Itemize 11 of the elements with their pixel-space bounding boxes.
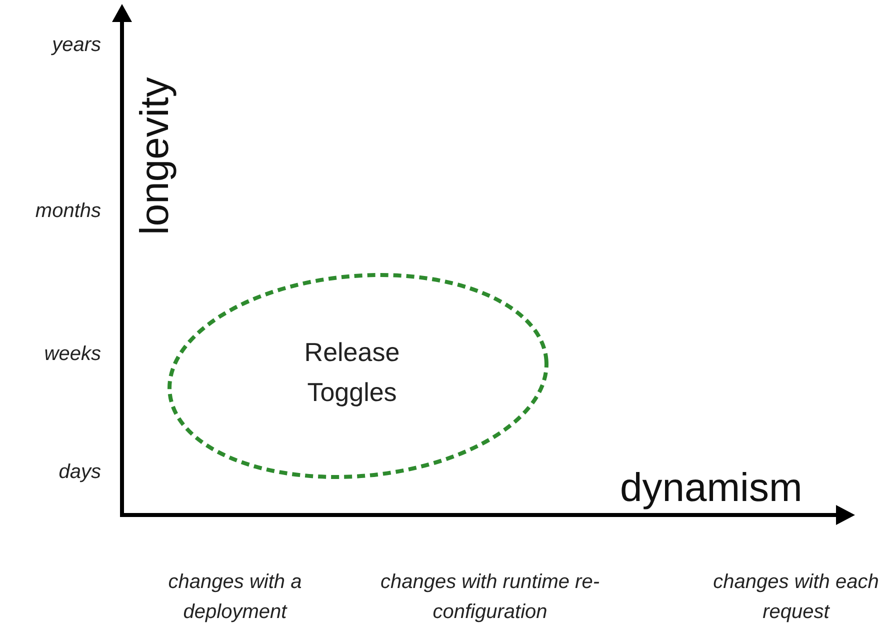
dashed-ellipse-region [165, 270, 551, 482]
axis-title: longevity [135, 77, 175, 235]
axis-tick-label: changes with runtime re-configuration [380, 570, 600, 625]
axis-tick-label: weeks [44, 343, 101, 366]
axis-tick-label: months [35, 200, 101, 223]
axis-tick-label: changes with each request [712, 570, 880, 625]
axis-title: dynamism [620, 468, 802, 508]
axis-tick-label: days [58, 461, 101, 484]
axis-tick-label: changes with a deployment [167, 570, 303, 625]
axis-tick-label: years [52, 34, 101, 57]
region-label: Release Toggles [303, 336, 401, 409]
